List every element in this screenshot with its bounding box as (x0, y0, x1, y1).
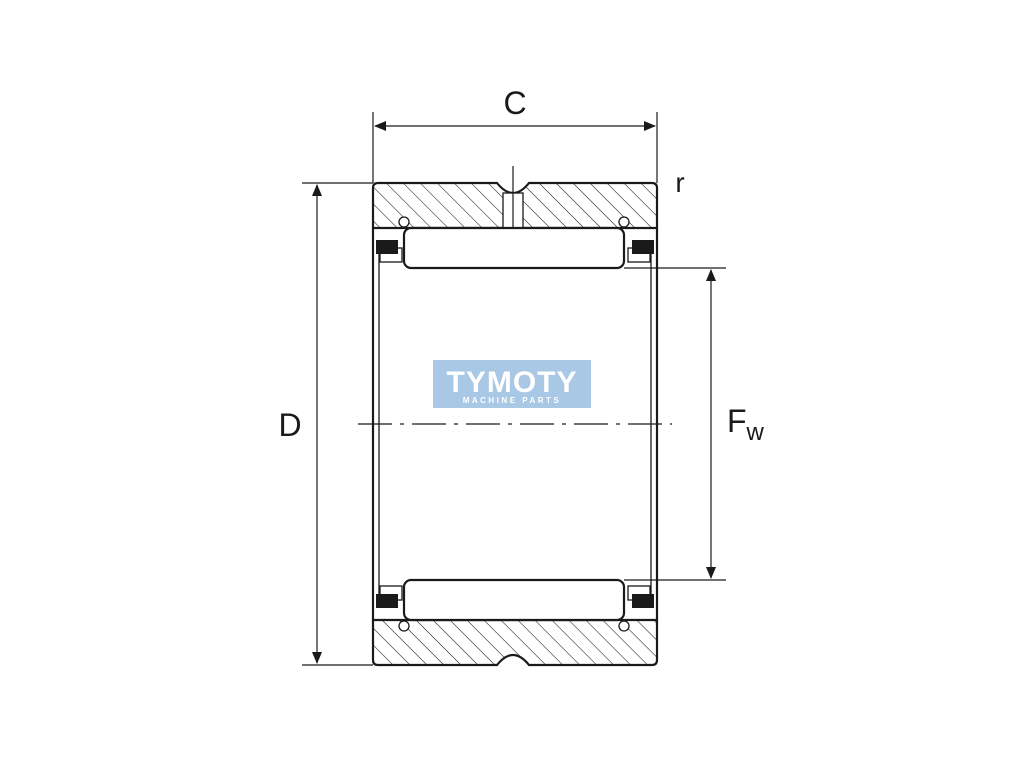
label-fw-main: F (727, 403, 747, 439)
label-c: C (503, 85, 526, 121)
label-fw-sub: w (746, 419, 765, 446)
label-fw: Fw (727, 403, 765, 446)
watermark-name: TYMOTY (447, 366, 578, 399)
label-d: D (278, 407, 301, 443)
outer-ring-top-section (371, 166, 659, 236)
outer-ring-bottom-section (371, 618, 659, 667)
watermark-tagline: MACHINE PARTS (463, 396, 562, 405)
label-r: r (675, 167, 684, 198)
dimension-c: C (372, 85, 658, 183)
needle-roller-bottom (376, 578, 654, 622)
needle-roller-top (376, 226, 654, 270)
watermark-logo: TYMOTY MACHINE PARTS (433, 360, 591, 408)
dimension-d: D (278, 182, 373, 666)
dimension-fw: Fw (624, 267, 765, 581)
